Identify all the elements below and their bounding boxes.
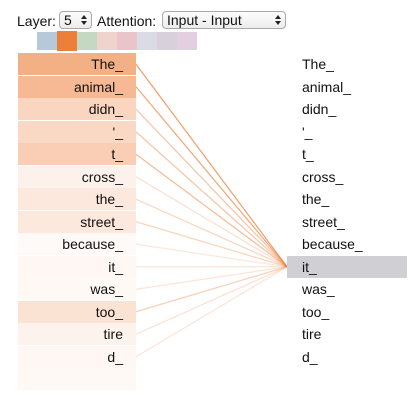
attention-line bbox=[135, 266, 288, 335]
attention-line bbox=[135, 198, 288, 268]
head-swatch[interactable] bbox=[137, 32, 157, 50]
head-swatch[interactable] bbox=[77, 32, 97, 50]
target-token[interactable]: The_ bbox=[302, 56, 334, 72]
target-token[interactable]: was_ bbox=[302, 281, 335, 297]
target-token[interactable]: tire bbox=[302, 326, 322, 342]
stepper-arrows-icon bbox=[81, 15, 87, 25]
attention-line bbox=[135, 86, 288, 268]
target-token[interactable]: because_ bbox=[302, 236, 363, 252]
source-token[interactable]: was_ bbox=[18, 278, 136, 300]
head-swatch[interactable] bbox=[177, 32, 197, 50]
attention-select[interactable]: Input - Input bbox=[162, 11, 286, 29]
target-token[interactable]: cross_ bbox=[302, 168, 344, 185]
attention-label: Attention: bbox=[97, 13, 157, 29]
attention-line bbox=[135, 131, 288, 268]
target-token[interactable]: t_ bbox=[302, 146, 314, 162]
source-token[interactable]: tire bbox=[18, 323, 136, 345]
attention-line bbox=[135, 266, 288, 313]
target-token[interactable]: street_ bbox=[302, 213, 345, 230]
target-token[interactable]: '_ bbox=[302, 123, 313, 140]
source-token[interactable]: it_ bbox=[18, 255, 136, 278]
target-token[interactable]: d_ bbox=[302, 348, 318, 365]
attention-line bbox=[135, 176, 288, 268]
source-token[interactable]: The_ bbox=[18, 53, 136, 75]
source-token[interactable]: animal_ bbox=[18, 75, 136, 98]
attention-line bbox=[135, 63, 288, 268]
chevron-updown-icon bbox=[275, 15, 281, 25]
source-token[interactable]: street_ bbox=[18, 210, 136, 233]
source-token[interactable]: d_ bbox=[18, 345, 136, 368]
source-token[interactable]: the_ bbox=[18, 188, 136, 210]
target-token[interactable]: animal_ bbox=[302, 78, 352, 95]
attention-line bbox=[135, 153, 288, 268]
attention-select-value: Input - Input bbox=[167, 12, 242, 28]
target-token[interactable]: the_ bbox=[302, 191, 330, 207]
attention-controls: Layer: 5 Attention: Input - Input bbox=[0, 11, 413, 31]
layer-select-value: 5 bbox=[64, 12, 72, 28]
source-token[interactable] bbox=[18, 368, 136, 390]
source-token[interactable]: because_ bbox=[18, 233, 136, 255]
attention-head-selector bbox=[37, 31, 197, 51]
source-token[interactable]: '_ bbox=[18, 120, 136, 143]
head-swatch[interactable] bbox=[57, 31, 77, 51]
attention-line bbox=[135, 108, 288, 268]
target-token[interactable]: too_ bbox=[302, 303, 330, 320]
head-swatch[interactable] bbox=[117, 32, 137, 50]
source-token[interactable]: didn_ bbox=[18, 98, 136, 120]
attention-line bbox=[135, 266, 288, 358]
source-token[interactable]: cross_ bbox=[18, 165, 136, 188]
source-token[interactable]: too_ bbox=[18, 300, 136, 323]
head-swatch[interactable] bbox=[157, 32, 177, 50]
layer-label: Layer: bbox=[17, 13, 56, 29]
attention-line bbox=[135, 221, 288, 268]
head-swatch[interactable] bbox=[97, 32, 117, 50]
target-token-selected[interactable]: it_ bbox=[287, 255, 407, 278]
source-token[interactable]: t_ bbox=[18, 143, 136, 165]
head-swatch[interactable] bbox=[37, 32, 57, 50]
attention-line bbox=[135, 266, 288, 290]
layer-select[interactable]: 5 bbox=[59, 11, 92, 29]
target-token[interactable]: didn_ bbox=[302, 101, 337, 117]
attention-line bbox=[135, 243, 288, 268]
